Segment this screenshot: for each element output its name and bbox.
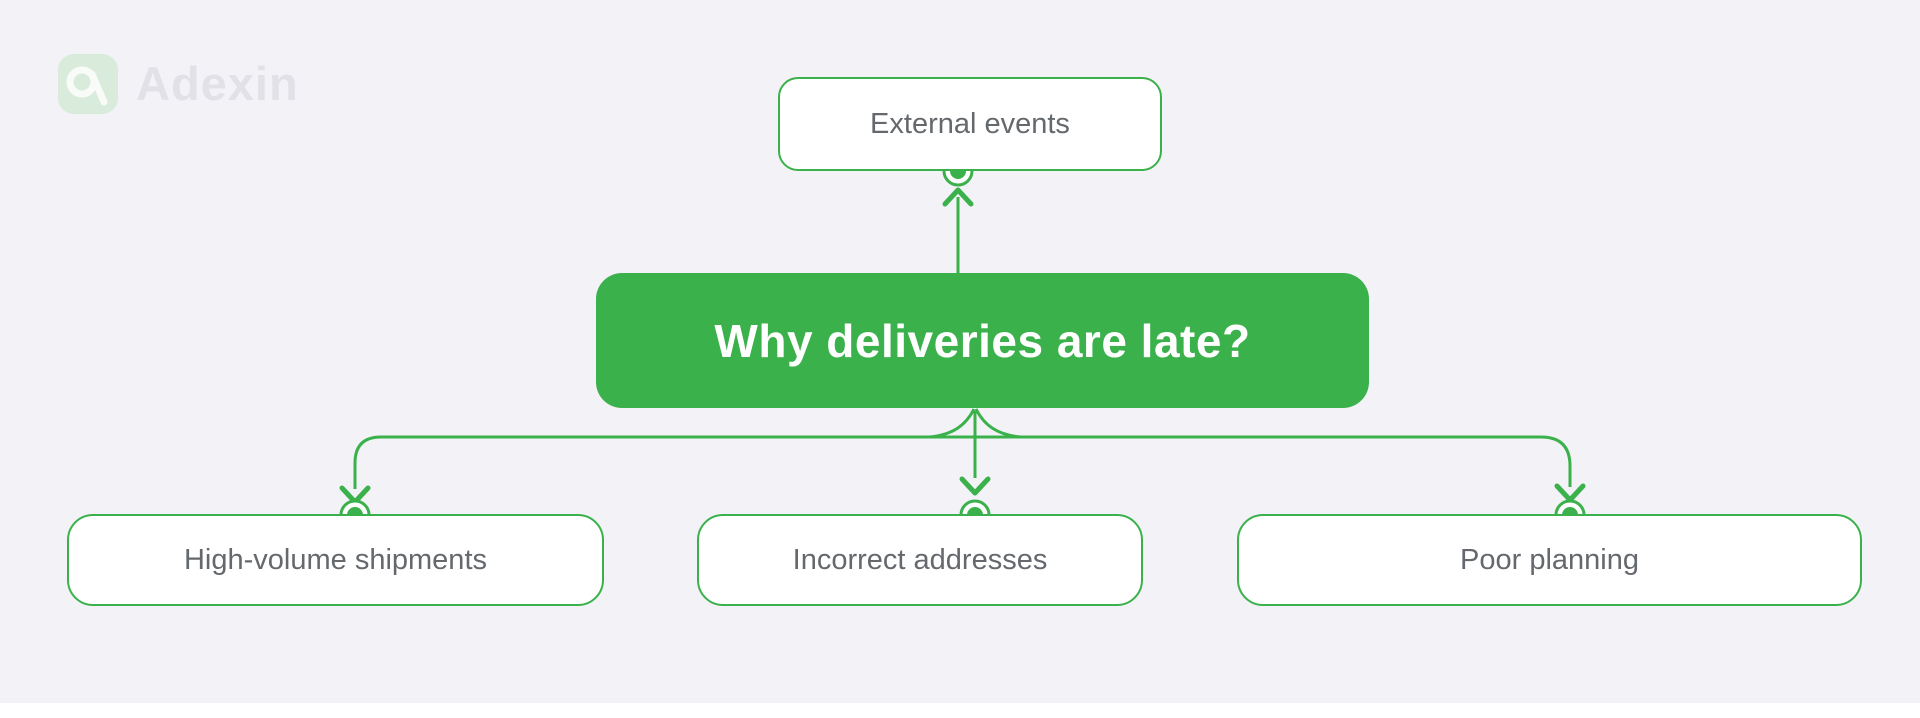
node-high-volume-shipments: High-volume shipments [67,514,604,606]
adexin-logo: Adexin [58,54,299,114]
arrow-down-icon [959,476,991,496]
arrow-down-icon [1554,483,1586,503]
connector-fan-left [928,408,976,439]
arrow-down-icon [339,485,371,505]
connector-fan-right [974,408,1022,439]
node-poor-planning-label: Poor planning [1460,543,1639,576]
connector-branch-rail [353,435,1572,489]
node-root-question-label: Why deliveries are late? [714,314,1251,367]
node-poor-planning: Poor planning [1237,514,1862,606]
node-external-events-label: External events [870,107,1070,140]
adexin-logo-text: Adexin [136,57,299,110]
node-incorrect-addresses: Incorrect addresses [697,514,1143,606]
node-incorrect-addresses-label: Incorrect addresses [792,543,1048,576]
adexin-logo-tile [58,54,118,114]
arrow-up-icon [942,187,974,207]
node-external-events: External events [778,77,1162,171]
bottom-page-strip [0,703,1920,718]
node-high-volume-shipments-label: High-volume shipments [183,543,487,576]
node-root-question: Why deliveries are late? [596,273,1369,408]
adexin-a-ring-icon [66,66,108,106]
